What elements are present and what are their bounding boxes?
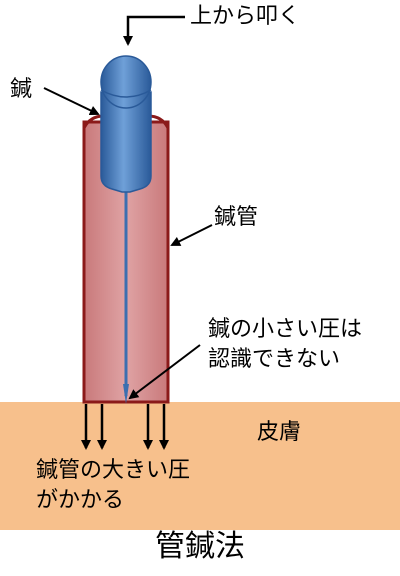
small-pressure-label-line2: 認識できない <box>208 347 341 372</box>
large-pressure-label-line1: 鍼管の大きい圧 <box>36 458 191 483</box>
tap-label: 上から叩く <box>190 4 301 29</box>
needle-handle <box>100 55 152 193</box>
small-pressure-label-line1: 鍼の小さい圧は <box>208 317 363 342</box>
needle-label: 鍼 <box>10 77 33 102</box>
skin-label: 皮膚 <box>257 420 302 445</box>
skin-layer <box>0 402 400 530</box>
tube-pointer-arrow-icon <box>170 224 213 246</box>
small-pressure-pointer-arrow-icon <box>128 344 201 400</box>
large-pressure-label-line2: がかかる <box>36 488 125 513</box>
elbow-down-arrow-icon <box>123 15 185 46</box>
needle-pointer-arrow-icon <box>43 87 100 116</box>
guide-tube-label: 鍼管 <box>214 205 259 230</box>
needle-tip <box>123 384 129 404</box>
diagram-title: 管鍼法 <box>155 529 245 564</box>
pressure-arrows <box>81 404 169 450</box>
